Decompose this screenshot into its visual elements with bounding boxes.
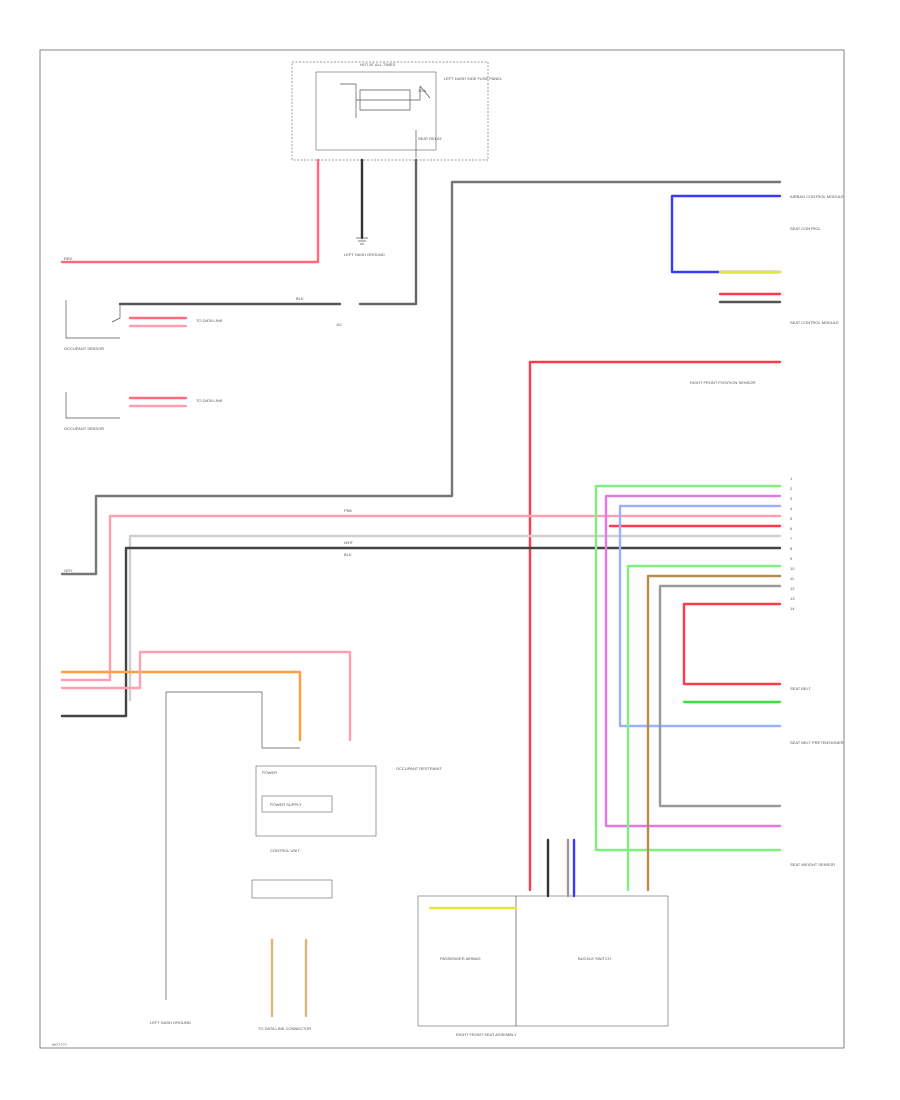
svg-text:3: 3: [790, 496, 793, 501]
svg-text:SEAT CONTROL: SEAT CONTROL: [790, 226, 822, 231]
svg-text:SEAT BELT: SEAT BELT: [790, 686, 811, 691]
red-loop: [682, 602, 782, 686]
svg-text:BUCKLE SWITCH: BUCKLE SWITCH: [578, 956, 611, 961]
pink-wire-low: [60, 650, 352, 742]
svg-text:TO DATA LINK CONNECTOR: TO DATA LINK CONNECTOR: [258, 1026, 311, 1031]
connector-column: 1 2 3 4 5 6 7 8 9 10 11 12 13 14: [790, 476, 795, 611]
fuse-panel-label: LEFT DASH SIDE FUSE PANEL: [444, 76, 503, 81]
svg-text:5: 5: [790, 516, 793, 521]
left-dash-ground-label: LEFT DASH GROUND: [344, 252, 385, 257]
svg-text:LEFT DASH GROUND: LEFT DASH GROUND: [150, 1020, 191, 1025]
svg-text:4: 4: [790, 506, 793, 511]
gray-wire-top: [358, 158, 418, 306]
wire-code-gry: GRY: [64, 568, 73, 573]
svg-text:12: 12: [790, 586, 795, 591]
blue-wire-right: [618, 504, 782, 728]
wire-code-blk: BLK: [296, 296, 304, 301]
brown-wire: [646, 574, 782, 892]
svg-text:14: 14: [790, 606, 795, 611]
white-bus: [128, 534, 782, 702]
svg-text:AIRBAG CONTROL MODULE: AIRBAG CONTROL MODULE: [790, 194, 844, 199]
right-front-seat-assembly: PASSENGER AIRBAG BUCKLE SWITCH RIGHT FRO…: [417, 838, 669, 1037]
svg-text:SEAT BELT PRETENSIONER: SEAT BELT PRETENSIONER: [790, 740, 844, 745]
svg-text:OCCUPANT SENSOR: OCCUPANT SENSOR: [64, 426, 104, 431]
red-supply-wire: [60, 158, 320, 264]
gray-bus-long: [60, 180, 782, 576]
violet-wire: [604, 494, 782, 828]
svg-text:9: 9: [790, 556, 793, 561]
svg-text:7: 7: [790, 536, 793, 541]
green-wire: [594, 484, 782, 852]
green-wire-2: [626, 564, 782, 892]
airbag-control-module: AIRBAG CONTROL MODULE SEAT CONTROL SEAT …: [670, 194, 844, 325]
diagram-frame: [39, 49, 845, 1049]
svg-text:6: 6: [790, 526, 793, 531]
corner-code: W?????: [52, 1042, 68, 1047]
svg-text:SEAT CONTROL MODULE: SEAT CONTROL MODULE: [790, 320, 839, 325]
black-bus: [60, 546, 782, 718]
svg-text:13: 13: [790, 596, 795, 601]
occupant-sensor-b: OCCUPANT SENSOR TO DATA LINK: [64, 392, 223, 431]
svg-text:1: 1: [790, 476, 793, 481]
fuse-panel: HOT AT ALL TIMES LEFT DASH SIDE FUSE PAN…: [291, 61, 503, 161]
svg-text:RIGHT FRONT POSITION SENSOR: RIGHT FRONT POSITION SENSOR: [690, 380, 756, 385]
orange-wire: [60, 670, 302, 742]
svg-text:TO DATA LINK: TO DATA LINK: [196, 318, 223, 323]
fuse-amp-label: 30 A: [418, 88, 426, 93]
relay-label: SEAT RELAY: [418, 136, 442, 141]
hot-at-all-times-label: HOT AT ALL TIMES: [360, 62, 395, 67]
pink-bus: [60, 514, 782, 682]
svg-text:POWER SUPPLY: POWER SUPPLY: [270, 802, 302, 807]
joint-connector-label: J/C: [336, 322, 342, 327]
svg-text:SEAT WEIGHT SENSOR: SEAT WEIGHT SENSOR: [790, 862, 835, 867]
svg-text:OCCUPANT SENSOR: OCCUPANT SENSOR: [64, 346, 104, 351]
svg-text:10: 10: [790, 566, 795, 571]
svg-text:WHT: WHT: [344, 540, 354, 545]
svg-text:PASSENGER AIRBAG: PASSENGER AIRBAG: [440, 956, 481, 961]
gray-wire-3: [658, 584, 782, 808]
svg-text:11: 11: [790, 576, 795, 581]
svg-text:2: 2: [790, 486, 793, 491]
svg-text:BLK: BLK: [344, 552, 352, 557]
red-vertical-seat: [528, 360, 782, 892]
svg-text:PNK: PNK: [344, 508, 353, 513]
occupant-sensor-a: OCCUPANT SENSOR TO DATA LINK: [64, 300, 223, 351]
svg-text:RIGHT FRONT SEAT ASSEMBLY: RIGHT FRONT SEAT ASSEMBLY: [456, 1032, 517, 1037]
svg-text:POWER: POWER: [262, 770, 277, 775]
occupant-restraint-module: POWER POWER SUPPLY CONTROL UNIT OCCUPANT…: [150, 691, 442, 1031]
svg-text:8: 8: [790, 546, 793, 551]
wire-code-red: RED: [64, 256, 73, 261]
svg-text:TO DATA LINK: TO DATA LINK: [196, 398, 223, 403]
svg-text:OCCUPANT RESTRAINT: OCCUPANT RESTRAINT: [396, 766, 442, 771]
svg-text:CONTROL UNIT: CONTROL UNIT: [270, 848, 300, 853]
